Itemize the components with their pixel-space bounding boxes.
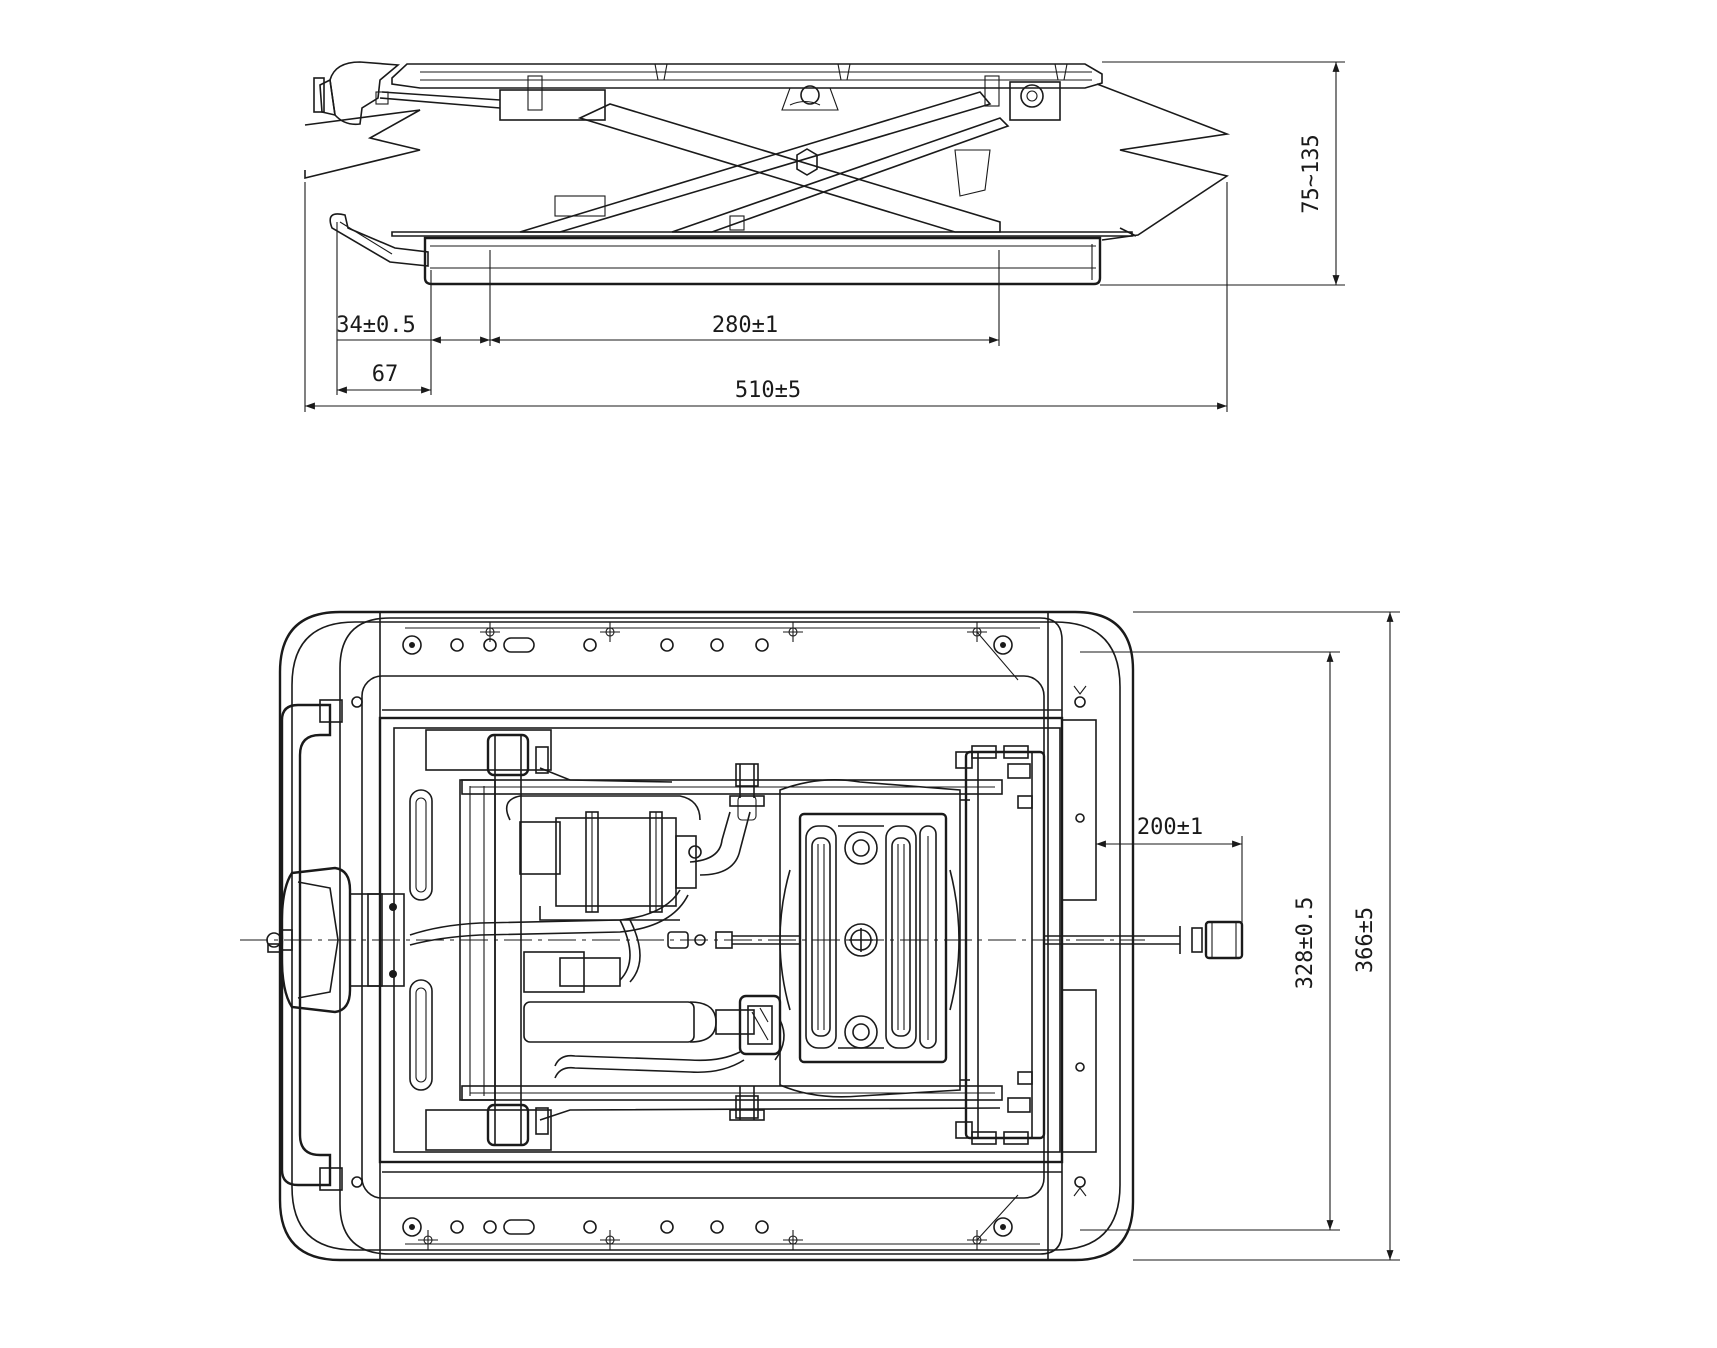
top-plate — [391, 63, 1103, 121]
dim-34: 34±0.5 — [336, 313, 490, 344]
inner-rail — [339, 617, 1064, 1255]
right-break-lines — [1096, 83, 1231, 241]
right-guides — [1061, 719, 1097, 1153]
release-rod — [1044, 920, 1244, 960]
dim-510: 510±5 — [305, 378, 1227, 410]
bottom-holes — [402, 1194, 1019, 1250]
top-view: 200±1 328±0.5 366±5 — [240, 610, 1400, 1262]
side-extension-lines — [304, 182, 1228, 412]
dim-510-label: 510±5 — [735, 378, 801, 403]
top-holes — [402, 622, 1019, 681]
dim-height-label: 75~135 — [1299, 134, 1324, 213]
base-pan — [391, 227, 1137, 286]
hydraulic-pump — [409, 795, 757, 946]
dim-height: 75~135 — [1100, 61, 1345, 286]
dim-67-label: 67 — [372, 362, 399, 387]
left-slots — [409, 789, 433, 1091]
left-handle — [266, 699, 405, 1191]
dim-366: 366±5 — [1133, 611, 1400, 1261]
dim-280-label: 280±1 — [712, 313, 778, 338]
side-view: 75~135 34±0.5 280±1 67 — [304, 61, 1345, 412]
dim-200-label: 200±1 — [1137, 815, 1203, 840]
dim-67: 67 — [337, 362, 431, 394]
corner-marks — [351, 685, 1087, 1197]
left-break-lines — [304, 109, 421, 180]
scissor-mechanism — [519, 91, 1010, 233]
rear-handle — [329, 213, 429, 267]
dim-34-label: 34±0.5 — [336, 313, 415, 338]
front-latch — [313, 61, 501, 126]
roller-bar — [955, 745, 1046, 1145]
dim-328: 328±0.5 — [1080, 651, 1340, 1231]
dim-366-label: 366±5 — [1353, 907, 1378, 973]
dim-200: 200±1 — [1096, 815, 1243, 940]
scissor-arms — [425, 729, 1003, 1151]
center-fittings — [667, 931, 800, 949]
dim-328-label: 328±0.5 — [1293, 897, 1318, 990]
motor-unit — [779, 778, 970, 1098]
dim-280: 280±1 — [490, 313, 999, 344]
